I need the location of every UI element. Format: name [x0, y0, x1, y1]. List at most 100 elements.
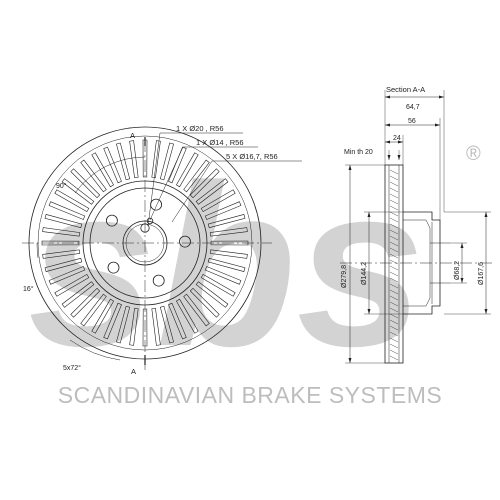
- arrow: [397, 155, 401, 160]
- front-view: [22, 126, 302, 370]
- vent-slot: [116, 305, 131, 344]
- vent-slot: [142, 139, 148, 178]
- vent-slot: [70, 287, 101, 318]
- dimension-arrows: [348, 95, 488, 363]
- vent-slot: [80, 159, 107, 193]
- vent-slot: [200, 273, 236, 297]
- vent-slot: [195, 178, 229, 205]
- hatch-line: [389, 223, 399, 229]
- hatch-line: [389, 199, 399, 205]
- friction-ring: [384, 164, 404, 364]
- callout-hole-14: 1 X Ø14 , R56: [196, 138, 244, 147]
- vent-slot: [116, 142, 131, 181]
- hatch-line: [389, 301, 399, 307]
- vent-slot: [204, 201, 242, 220]
- hatch-line: [389, 343, 399, 349]
- vent-slot: [80, 293, 107, 327]
- vent-slot: [42, 227, 81, 237]
- hatch-line: [389, 193, 399, 199]
- vent-slot: [159, 142, 174, 181]
- hatch-line: [389, 319, 399, 325]
- section-marker-bottom: A: [131, 367, 136, 376]
- arrow: [348, 358, 352, 363]
- angle-arc-16: [36, 242, 39, 259]
- bolt-hole: [106, 214, 118, 227]
- vent-slot: [54, 273, 90, 297]
- arrow: [348, 165, 352, 170]
- vent-slot: [175, 298, 199, 334]
- vent-slot: [204, 266, 242, 285]
- vent-slot: [91, 152, 115, 188]
- vent-slot: [210, 240, 249, 246]
- vent-slot: [42, 249, 81, 259]
- arrow: [484, 309, 488, 314]
- angle-arc-5x72: [69, 339, 121, 361]
- arrow: [439, 95, 444, 99]
- angle-arc-90: [74, 156, 146, 194]
- vent-slot: [207, 214, 246, 229]
- arrow: [385, 140, 390, 144]
- vent-slot: [183, 293, 210, 327]
- dia-label-279-8: Ø279,8: [341, 265, 348, 288]
- vent-slot: [48, 266, 86, 285]
- hatch-line: [389, 247, 399, 253]
- callout-hole-20: 1 X Ø20 , R56: [176, 124, 224, 133]
- arrow: [460, 243, 464, 248]
- bolt-hole: [179, 235, 191, 248]
- arrow: [435, 123, 440, 127]
- hatch-line: [389, 229, 399, 235]
- registered-mark: ®: [466, 143, 481, 165]
- hatch-line: [389, 325, 399, 331]
- cooling-vents: [41, 139, 249, 347]
- hatch-line: [389, 175, 399, 181]
- vent-slot: [195, 281, 229, 308]
- vent-slot: [103, 302, 122, 340]
- hatch-line: [389, 313, 399, 319]
- vent-slot: [41, 240, 80, 246]
- bolt-hole: [107, 261, 120, 274]
- bolt-holes: [106, 198, 191, 287]
- hatch-line: [389, 259, 399, 265]
- vent-hatching: [389, 169, 399, 361]
- vent-slot: [159, 305, 174, 344]
- callout-leader-1: [147, 132, 170, 227]
- watermark-company-name: SCANDINAVIAN BRAKE SYSTEMS: [57, 382, 443, 408]
- hatch-line: [389, 217, 399, 223]
- vent-slot: [207, 257, 246, 272]
- dia-label-68-2: Ø68,2: [454, 261, 461, 280]
- vent-slot: [61, 281, 95, 308]
- arrow: [385, 95, 390, 99]
- hatch-line: [389, 235, 399, 241]
- hatch-line: [389, 253, 399, 259]
- hatch-line: [389, 265, 399, 271]
- hatch-line: [389, 187, 399, 193]
- bolt-hole: [152, 274, 165, 287]
- hatch-line: [389, 307, 399, 313]
- callout-leader-3: [171, 160, 222, 223]
- vent-slot: [189, 168, 220, 199]
- angle-label-90: 90°: [56, 182, 67, 190]
- arrow: [460, 278, 464, 283]
- vent-slot: [168, 302, 187, 340]
- angle-label-5x72: 5x72°: [63, 364, 81, 372]
- hatch-line: [389, 283, 399, 289]
- hatch-line: [389, 349, 399, 355]
- vent-slot: [200, 189, 236, 213]
- hatch-line: [389, 205, 399, 211]
- hatch-line: [389, 241, 399, 247]
- vent-slot: [44, 257, 83, 272]
- hatch-line: [389, 211, 399, 217]
- vent-slot: [183, 159, 210, 193]
- arrow: [367, 212, 371, 217]
- section-view: [340, 90, 495, 364]
- arrow: [385, 123, 390, 127]
- vent-slot: [103, 146, 122, 184]
- section-marker-top: A: [130, 131, 135, 140]
- hatch-line: [389, 277, 399, 283]
- vent-slot: [189, 287, 220, 318]
- hatch-line: [389, 295, 399, 301]
- location-hole-14: [146, 217, 154, 225]
- vent-slot: [175, 152, 199, 188]
- hatch-line: [389, 355, 399, 361]
